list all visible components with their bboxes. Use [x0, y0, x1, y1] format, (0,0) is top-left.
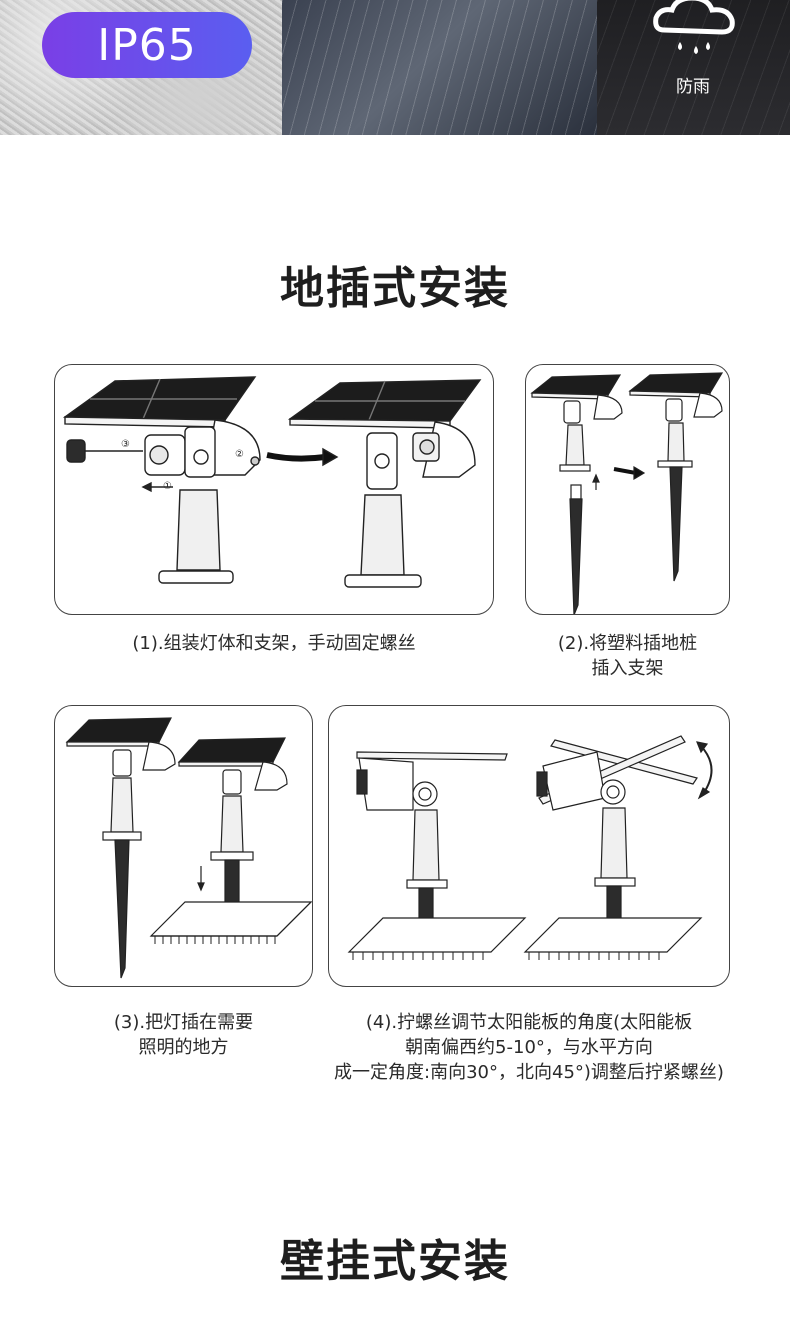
step3-caption-line-2: 照明的地方 — [138, 1037, 229, 1058]
step2-caption: (2).将塑料插地桩 插入支架 — [525, 631, 730, 681]
step1-caption-line: (1).组装灯体和支架，手动固定螺丝 — [132, 633, 416, 654]
step1-caption: (1).组装灯体和支架，手动固定螺丝 — [54, 631, 494, 656]
marker-3: ③ — [121, 439, 130, 450]
step1-illustration: ③ ① ② — [62, 376, 482, 588]
ip65-badge: IP65 — [42, 12, 252, 78]
ip-rating-banner: IP65 防雨 — [0, 0, 790, 135]
step3-diagram-panel — [54, 705, 313, 987]
step4-illustration — [347, 735, 713, 960]
dark-rain-image — [597, 0, 790, 135]
step2-caption-line-1: (2).将塑料插地桩 — [557, 633, 698, 654]
step4-caption-line-3: 成一定角度:南向30°，北向45°)调整后拧紧螺丝) — [334, 1062, 724, 1083]
step4-caption-line-1: (4).拧螺丝调节太阳能板的角度(太阳能板 — [365, 1012, 693, 1033]
step4-caption: (4).拧螺丝调节太阳能板的角度(太阳能板 朝南偏西约5-10°，与水平方向 成… — [290, 1010, 768, 1085]
step2-diagram-panel — [525, 364, 730, 615]
step2-caption-line-2: 插入支架 — [591, 658, 664, 679]
ground-install-title: 地插式安装 — [280, 263, 510, 314]
step4-diagram-panel — [328, 705, 730, 987]
step2-illustration — [530, 372, 724, 614]
step3-caption-line-1: (3).把灯插在需要 — [113, 1012, 254, 1033]
step4-caption-line-2: 朝南偏西约5-10°，与水平方向 — [405, 1037, 653, 1058]
rain-image — [282, 0, 597, 135]
marker-1: ① — [163, 481, 172, 492]
rain-proof-label: 防雨 — [676, 77, 710, 97]
rain-cloud-icon — [653, 0, 735, 54]
step3-illustration — [65, 717, 312, 979]
step1-diagram-panel: ③ ① ② — [54, 364, 494, 615]
step3-caption: (3).把灯插在需要 照明的地方 — [54, 1010, 313, 1060]
wall-install-title: 壁挂式安装 — [280, 1236, 510, 1287]
marker-2: ② — [235, 449, 244, 460]
